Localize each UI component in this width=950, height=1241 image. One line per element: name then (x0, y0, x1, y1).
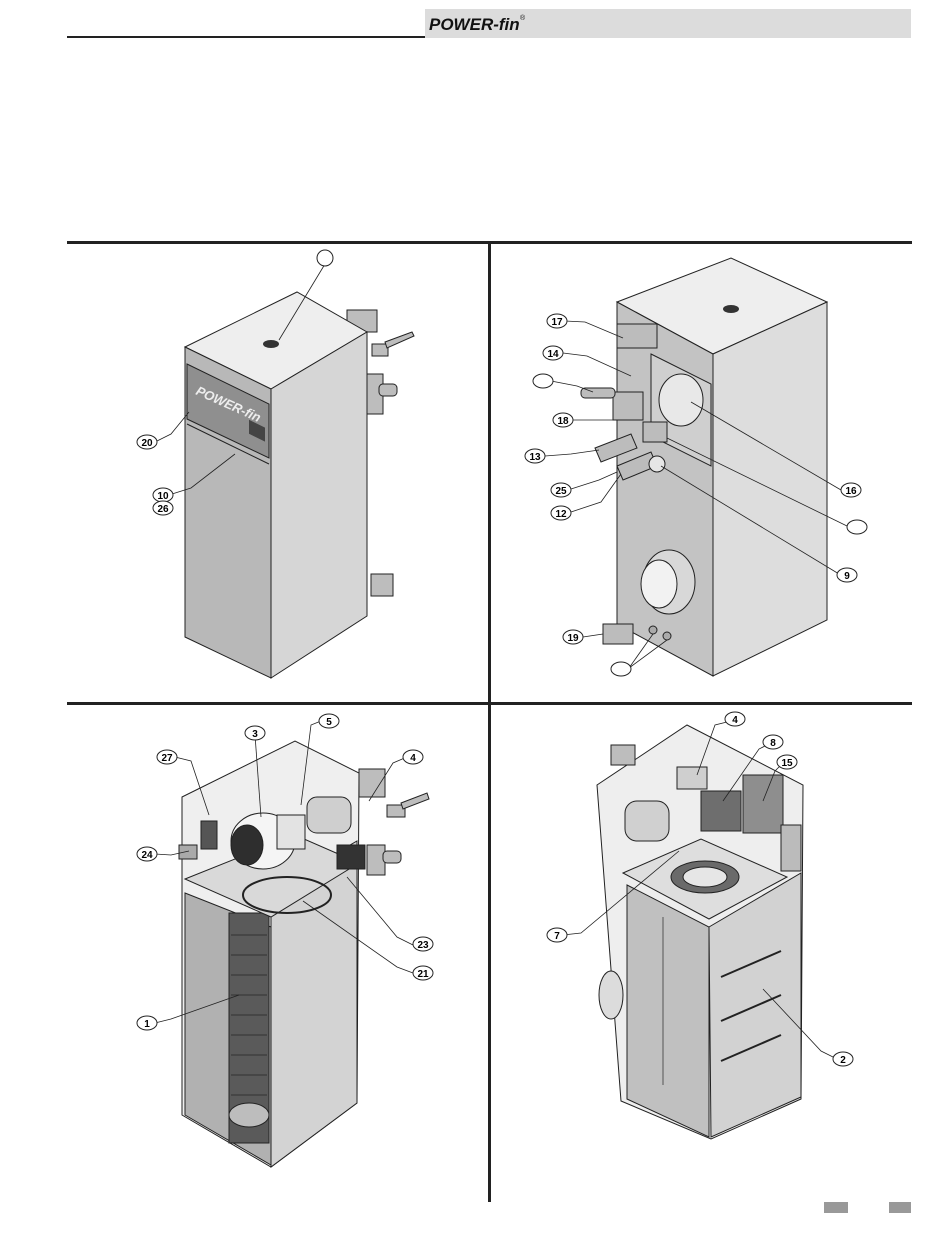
callout-front-open-6: 23 (417, 940, 429, 951)
figure-front-open-view: 27 3 5 4 24 23 21 1 (67, 705, 488, 1202)
callout-rear-2: 14 (547, 349, 559, 360)
top-vent-icon (723, 305, 739, 313)
callout-rear-1: 17 (551, 317, 563, 328)
top-vent-icon (263, 340, 279, 348)
figure-front-view: POWER-fin 20 10 26 (67, 244, 488, 702)
cabinet-side (713, 302, 827, 676)
callout-rear-10: 9 (844, 571, 850, 582)
callout-rear-7: 12 (555, 509, 567, 520)
callout-rear-open-5: 2 (840, 1055, 846, 1066)
pipe-opening-icon (649, 456, 665, 472)
callout-rear-open-4: 7 (554, 931, 560, 942)
callout-front-open-1: 27 (161, 753, 173, 764)
brand-registered-mark: ® (520, 14, 526, 22)
figure-rear-view: 17 14 18 13 25 12 16 9 19 (491, 244, 912, 702)
air-intake-icon (659, 374, 703, 426)
callout-rear-11: 19 (567, 633, 579, 644)
junction-box (643, 422, 667, 442)
callout-front-2: 20 (141, 438, 153, 449)
air-intake-hose (625, 801, 669, 841)
callout-rear-4: 18 (557, 416, 569, 427)
callout-rear-open-1: 4 (732, 715, 738, 726)
flue-outlet-icon (641, 560, 677, 608)
callout-front-3: 10 (157, 491, 169, 502)
callout-front-4: 26 (157, 504, 169, 515)
blower-icon (231, 825, 263, 865)
header-rule (67, 36, 425, 38)
transformer-box (603, 624, 633, 644)
callout-front-open-2: 3 (252, 729, 258, 740)
callout-front-open-8: 1 (144, 1019, 150, 1030)
callout-front-open-3: 5 (326, 717, 332, 728)
control-board (743, 775, 783, 833)
footer-tab-right (889, 1202, 911, 1213)
heat-exchanger-cover (627, 885, 709, 1137)
air-intake-hose (307, 797, 351, 833)
gas-valve-icon (677, 767, 707, 789)
callout-rear-open-3: 15 (781, 758, 793, 769)
figure-rear-open-view: 4 8 15 7 2 (491, 705, 912, 1202)
callout-front-open-7: 21 (417, 969, 429, 980)
burner-opening-icon (683, 867, 727, 887)
callout-front-open-4: 4 (410, 753, 416, 764)
footer-tab-left (824, 1202, 848, 1213)
transformer-box (371, 574, 393, 596)
gas-valve-icon (337, 845, 365, 869)
callout-front-open-5: 24 (141, 850, 153, 861)
brand-text: POWER-fin (429, 15, 520, 34)
callout-rear-5: 13 (529, 452, 541, 463)
callout-rear-8: 16 (845, 486, 857, 497)
brand-logo: POWER-fin ® (427, 11, 527, 35)
cabinet-side (271, 332, 367, 678)
callout-rear-6: 25 (555, 486, 567, 497)
callout-rear-open-2: 8 (770, 738, 776, 749)
